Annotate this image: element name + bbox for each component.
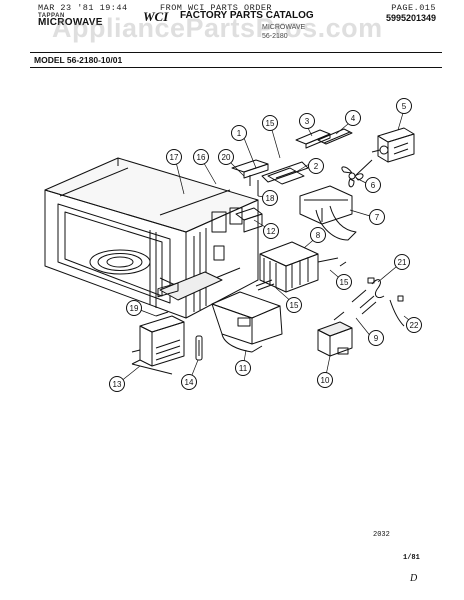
callout-14: 14 (181, 374, 197, 390)
oven-cavity (44, 157, 259, 319)
svg-text:6: 6 (371, 181, 376, 190)
svg-text:9: 9 (374, 334, 379, 343)
air-duct (299, 185, 357, 241)
revision-date: 1/81 (403, 554, 420, 562)
control-panel-board (131, 282, 185, 375)
callout-20: 20 (218, 149, 234, 165)
model-bar (30, 52, 442, 68)
svg-text:5: 5 (402, 102, 407, 111)
part-3-bracket (295, 129, 331, 149)
svg-text:11: 11 (239, 364, 248, 373)
callout-4: 4 (345, 110, 361, 126)
svg-text:17: 17 (170, 153, 179, 162)
svg-text:15: 15 (340, 278, 349, 287)
callout-5: 5 (396, 98, 412, 114)
mounting-plate (267, 167, 305, 185)
callout-2: 2 (308, 158, 324, 174)
fax-page-number: PAGE.015 (391, 3, 436, 13)
diode-block (317, 311, 353, 357)
fan-blade (341, 159, 373, 188)
callout-7: 7 (369, 209, 385, 225)
callout-19: 19 (126, 300, 142, 316)
fan-motor (371, 127, 415, 163)
callout-6: 6 (365, 177, 381, 193)
fax-source: FROM WCI PARTS ORDER (160, 3, 273, 13)
callout-8: 8 (310, 227, 326, 243)
svg-text:20: 20 (222, 153, 231, 162)
callout-12: 12 (263, 223, 279, 239)
watermark: AppliancePartsPros.com (52, 13, 383, 43)
callout-17: 17 (166, 149, 182, 165)
callout-13: 13 (109, 376, 125, 392)
callout-22: 22 (406, 317, 422, 333)
callout-15-right: 15 (336, 274, 352, 290)
capacitor (351, 289, 377, 315)
callout-9: 9 (368, 330, 384, 346)
svg-text:7: 7 (375, 213, 380, 222)
callout-15-lower: 15 (286, 297, 302, 313)
part-4-bracket (317, 128, 353, 145)
callout-16: 16 (193, 149, 209, 165)
callout-11: 11 (235, 360, 251, 376)
catalog-part-number: 5995201349 (385, 13, 436, 23)
svg-text:22: 22 (410, 321, 419, 330)
svg-text:21: 21 (398, 258, 407, 267)
svg-text:19: 19 (130, 304, 139, 313)
part-12-bracket (235, 207, 263, 233)
part-15-fastener (255, 261, 347, 291)
wire-harness (367, 277, 405, 327)
part-19-screw (155, 311, 169, 317)
svg-text:3: 3 (305, 117, 310, 126)
base-bracket (211, 291, 283, 353)
svg-text:13: 13 (113, 380, 122, 389)
callout-3: 3 (299, 113, 315, 129)
brand-name: MICROWAVE (38, 17, 103, 28)
brand-small: TAPPAN (38, 13, 65, 19)
callout-10: 10 (317, 372, 333, 388)
corner-mark: D (410, 573, 418, 584)
catalog-title: FACTORY PARTS CATALOG (180, 10, 314, 21)
callout-1: 1 (231, 125, 247, 141)
model-label: MODEL 56-2180-10/01 (34, 55, 123, 65)
svg-text:16: 16 (197, 153, 206, 162)
wci-logo: WCI (143, 9, 169, 24)
callout-15-top: 15 (262, 115, 278, 131)
svg-text:15: 15 (290, 301, 299, 310)
svg-text:8: 8 (316, 231, 321, 240)
part-14-latch (195, 335, 203, 361)
svg-text:4: 4 (351, 114, 356, 123)
svg-text:18: 18 (266, 194, 275, 203)
svg-text:10: 10 (321, 376, 330, 385)
drawing-code: 2032 (373, 531, 390, 539)
svg-text:14: 14 (185, 378, 194, 387)
fax-timestamp: MAR 23 '81 19:44 (38, 3, 128, 13)
callout-21: 21 (394, 254, 410, 270)
catalog-subtitle-1: MICROWAVE (262, 24, 306, 31)
callout-markers: 1 2 3 4 5 6 7 8 9 10 11 12 13 14 15 15 1… (109, 98, 422, 392)
callout-18: 18 (262, 190, 278, 206)
svg-text:2: 2 (314, 162, 319, 171)
catalog-subtitle-2: 56-2180 (262, 33, 288, 40)
svg-text:15: 15 (266, 119, 275, 128)
svg-text:1: 1 (237, 129, 242, 138)
svg-text:12: 12 (267, 227, 276, 236)
magnetron (259, 241, 339, 293)
